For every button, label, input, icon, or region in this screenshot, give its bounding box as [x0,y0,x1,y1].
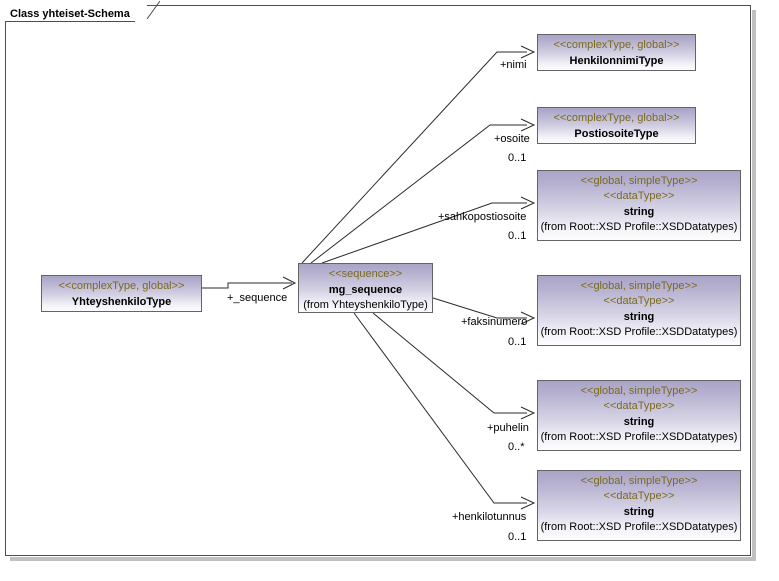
class-from-package: (from YhteyshenkiloType) [303,299,428,311]
class-name: string [623,416,655,428]
edge-label-faksinumero: +faksinumero [461,316,528,328]
class-stereotype-global-simpletype: <<global, simpleType>> [580,385,698,397]
class-name: YhteyshenkiloType [71,296,172,308]
class-box-string-henkilotunnus[interactable]: <<global, simpleType>> <<dataType>> stri… [537,470,741,541]
class-name: PostiosoiteType [574,128,659,140]
class-stereotype-global-simpletype: <<global, simpleType>> [580,175,698,187]
class-from-package: (from Root::XSD Profile::XSDDatatypes) [540,431,738,443]
edge-label-sequence: +_sequence [227,292,288,304]
class-box-string-faksinumero[interactable]: <<global, simpleType>> <<dataType>> stri… [537,275,741,346]
frame-shadow-bottom [10,557,756,561]
class-box-henkilonnimitype[interactable]: <<complexType, global>> HenkilonnimiType [537,34,696,71]
edge-label-puhelin: +puhelin [487,422,529,434]
class-stereotype-datatype: <<dataType>> [603,490,675,502]
frame-title-tab: Class yhteiset-Schema [5,4,147,23]
edge-multiplicity-osoite: 0..1 [508,152,527,164]
class-stereotype-datatype: <<dataType>> [603,400,675,412]
class-stereotype-global-simpletype: <<global, simpleType>> [580,280,698,292]
edge-multiplicity-henkilotunnus: 0..1 [508,531,527,543]
class-box-string-sahkopostiosoite[interactable]: <<global, simpleType>> <<dataType>> stri… [537,170,741,241]
class-stereotype: <<sequence>> [328,268,403,280]
edge-label-sahkopostiosoite: +sahkopostiosoite [438,211,527,223]
edge-label-henkilotunnus: +henkilotunnus [452,511,527,523]
class-box-mg-sequence[interactable]: <<sequence>> mg_sequence (from Yhteyshen… [298,263,433,313]
class-box-string-puhelin[interactable]: <<global, simpleType>> <<dataType>> stri… [537,380,741,451]
frame-shadow-right [752,10,756,561]
edge-label-nimi: +nimi [500,59,527,71]
class-name: string [623,506,655,518]
class-stereotype-datatype: <<dataType>> [603,295,675,307]
class-name: string [623,206,655,218]
class-name: HenkilonnimiType [569,55,664,67]
edge-multiplicity-faksinumero: 0..1 [508,336,527,348]
edge-label-osoite: +osoite [494,133,530,145]
class-stereotype: <<complexType, global>> [553,39,680,51]
edge-multiplicity-sahkopostiosoite: 0..1 [508,230,527,242]
class-box-postiosoitetype[interactable]: <<complexType, global>> PostiosoiteType [537,107,696,144]
class-from-package: (from Root::XSD Profile::XSDDatatypes) [540,521,738,533]
class-from-package: (from Root::XSD Profile::XSDDatatypes) [540,326,738,338]
class-stereotype: <<complexType, global>> [553,112,680,124]
edge-multiplicity-puhelin: 0..* [508,441,525,453]
class-stereotype-datatype: <<dataType>> [603,190,675,202]
class-from-package: (from Root::XSD Profile::XSDDatatypes) [540,221,738,233]
class-stereotype-global-simpletype: <<global, simpleType>> [580,475,698,487]
class-name: string [623,311,655,323]
class-name: mg_sequence [328,284,403,296]
class-stereotype: <<complexType, global>> [58,280,185,292]
class-box-yhteyshenkilotype[interactable]: <<complexType, global>> YhteyshenkiloTyp… [41,275,202,312]
frame-title-label: Class yhteiset-Schema [10,8,130,20]
